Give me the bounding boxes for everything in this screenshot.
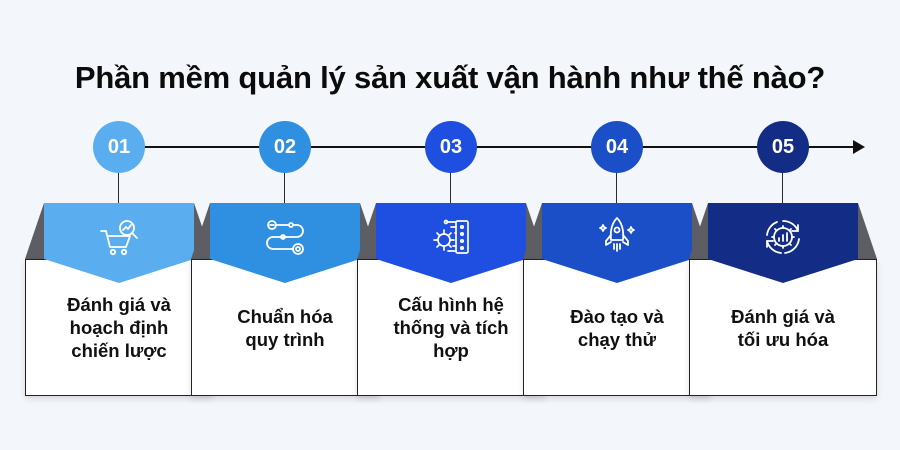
step-card: Cấu hình hệ thống và tích hợp <box>357 259 545 396</box>
step-number-badge: 04 <box>591 121 643 173</box>
process-flow-icon <box>261 213 309 261</box>
step-connector <box>284 160 285 204</box>
rocket-icon <box>593 213 641 261</box>
gear-chart-icon <box>759 213 807 261</box>
timeline-arrowhead <box>853 140 865 154</box>
step-1: 01 Đánh giá và hoạch định chiến lược <box>25 0 213 450</box>
step-4: 04 Đào tạo và chạy thử <box>523 0 711 450</box>
step-connector <box>118 160 119 204</box>
step-label: Đánh giá và tối ưu hóa <box>731 305 835 350</box>
step-label: Chuẩn hóa quy trình <box>237 305 333 350</box>
step-connector <box>450 160 451 204</box>
step-connector <box>616 160 617 204</box>
step-3: 03 Cấu hình hệ thống và tích hợp <box>357 0 545 450</box>
step-number-badge: 03 <box>425 121 477 173</box>
step-number-badge: 05 <box>757 121 809 173</box>
step-label: Đánh giá và hoạch định chiến lược <box>67 294 171 361</box>
step-number-badge: 01 <box>93 121 145 173</box>
step-label: Đào tạo và chạy thử <box>570 305 664 350</box>
page-title: Phần mềm quản lý sản xuất vận hành như t… <box>74 60 826 95</box>
step-number-badge: 02 <box>259 121 311 173</box>
step-label: Cấu hình hệ thống và tích hợp <box>393 294 509 361</box>
step-connector <box>782 160 783 204</box>
step-2: 02 Chuẩn hóa quy trình <box>191 0 379 450</box>
step-5: 05 Đánh giá và tối ưu hóa <box>689 0 877 450</box>
shopping-cart-analytics-icon <box>95 213 143 261</box>
fold-left <box>25 203 44 259</box>
gear-circuit-icon <box>427 213 475 261</box>
timeline-line <box>118 146 856 148</box>
fold-right <box>858 203 877 259</box>
step-card: Đánh giá và hoạch định chiến lược <box>25 259 213 396</box>
